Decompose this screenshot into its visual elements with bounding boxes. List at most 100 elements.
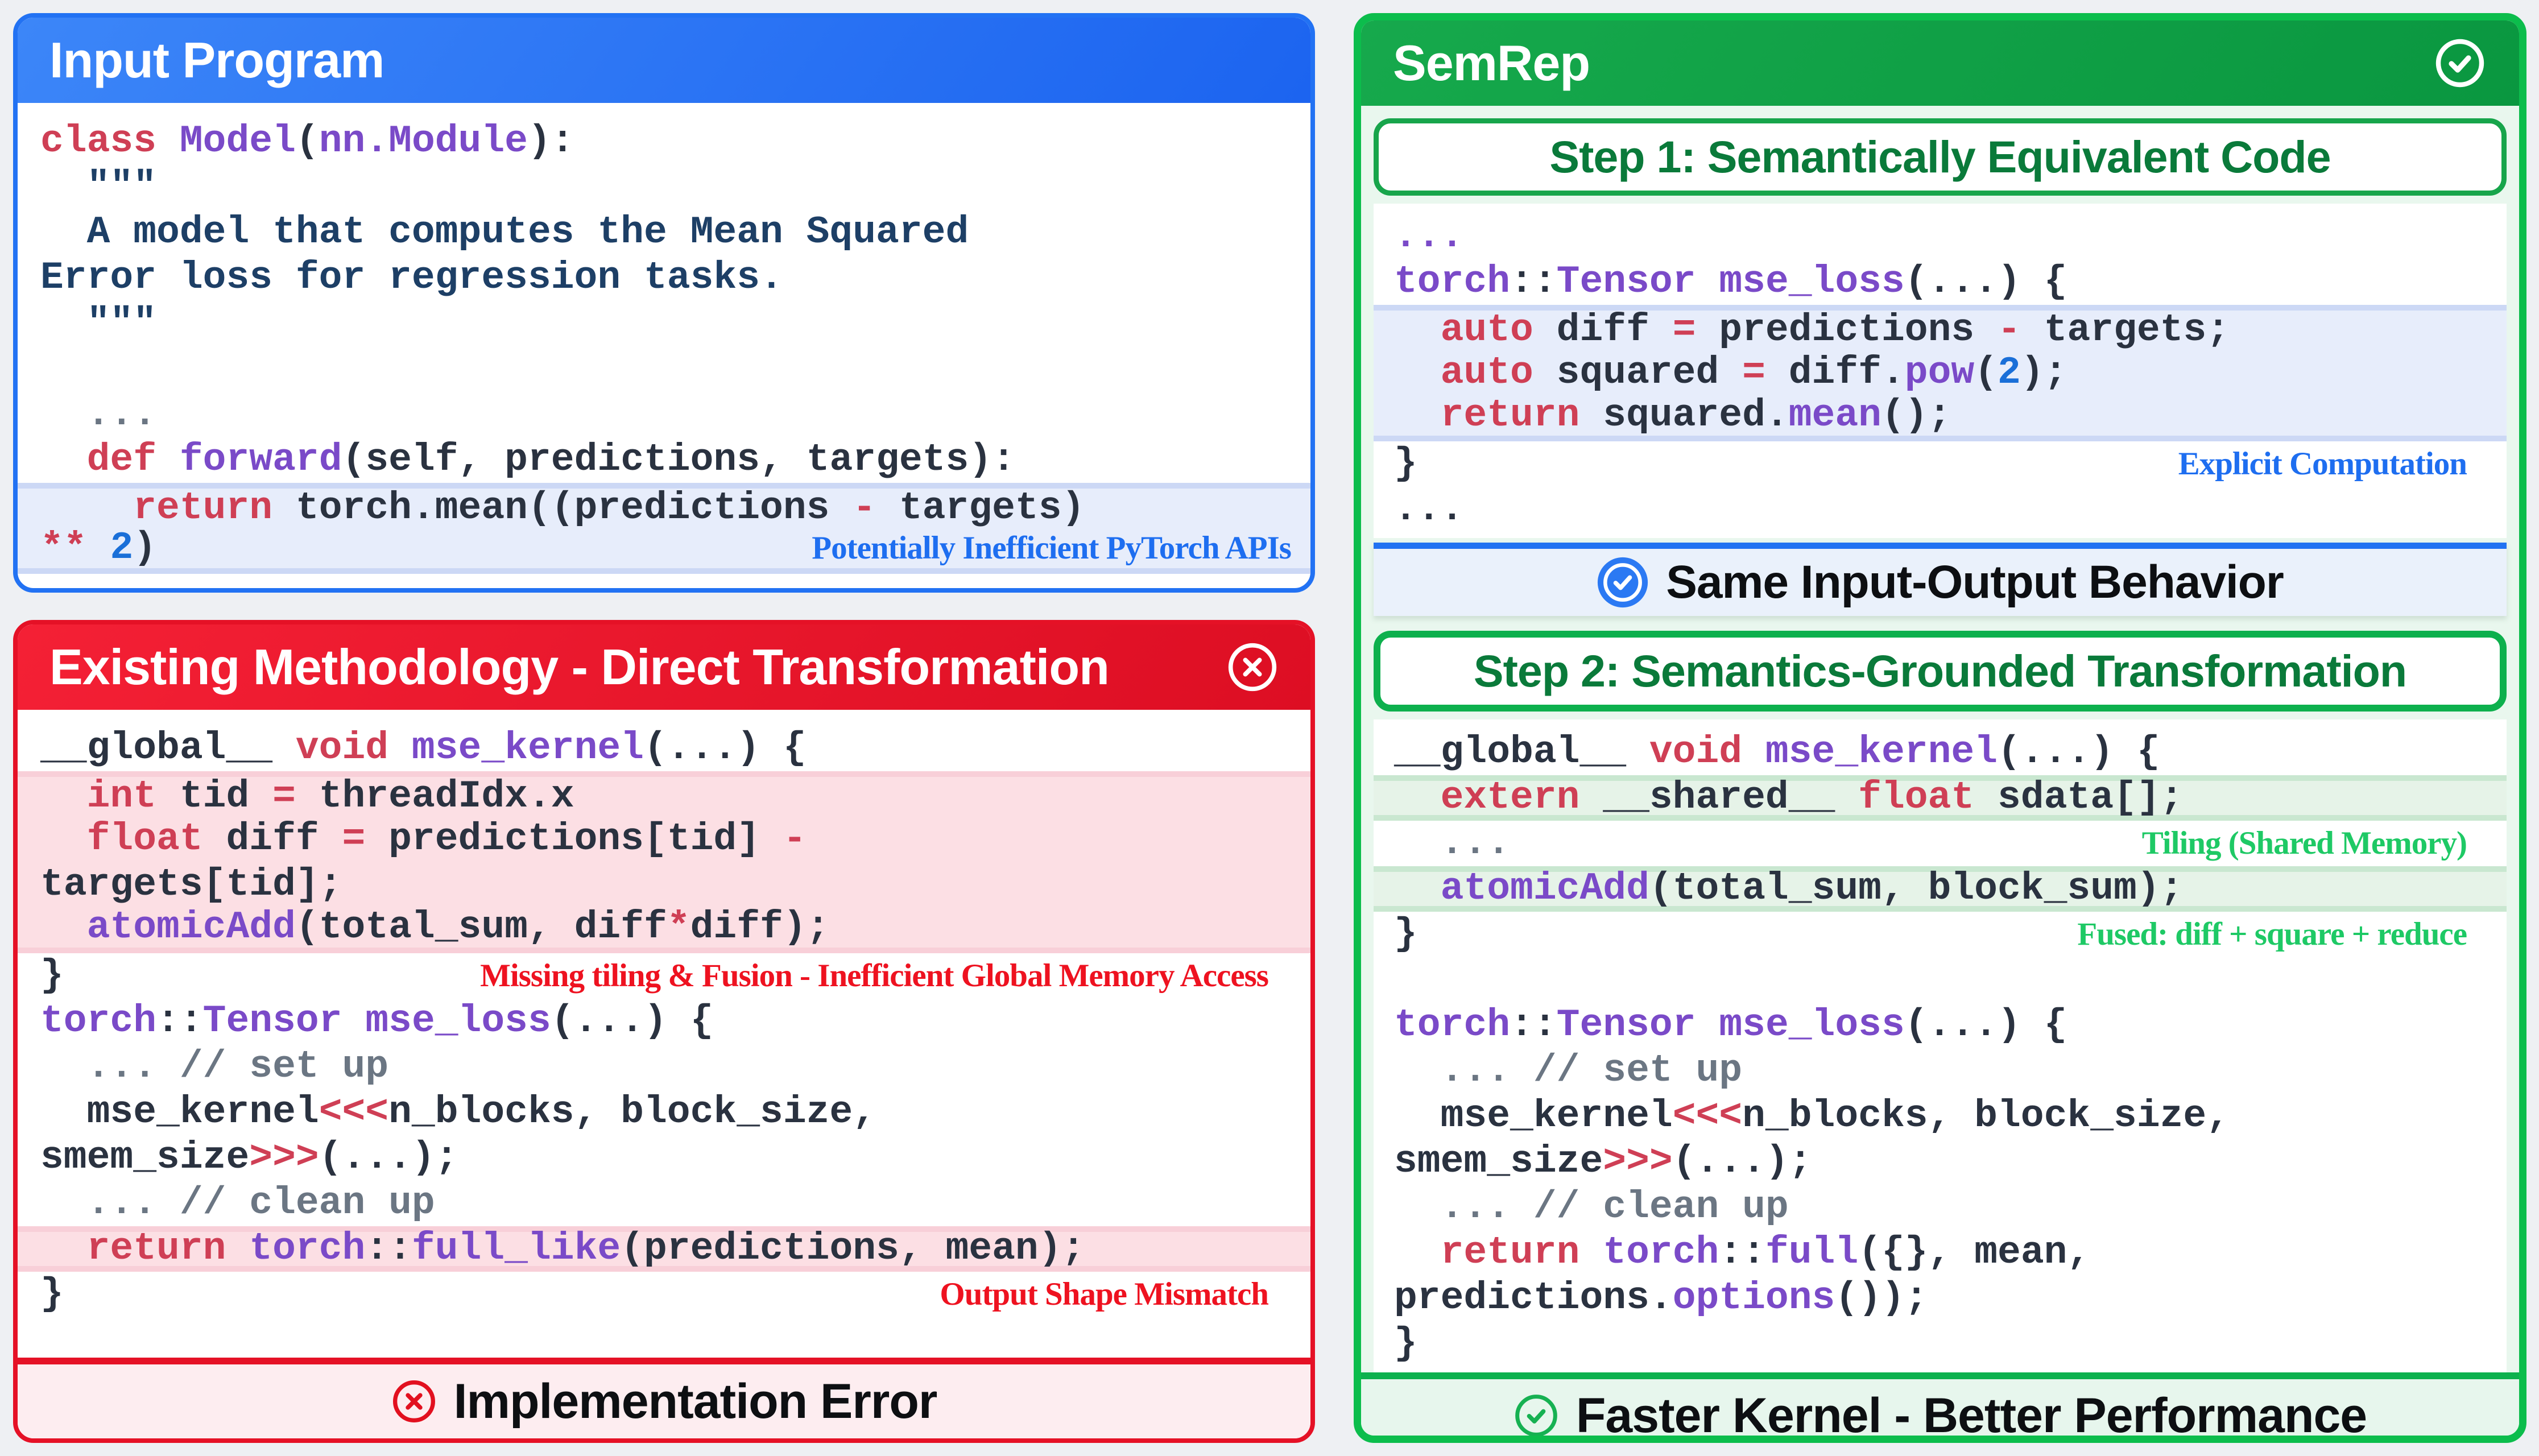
step2-title: Step 2: Semantics-Grounded Transformatio… [1473, 646, 2407, 696]
code-token: } [40, 954, 64, 998]
code-line [40, 346, 1288, 392]
code-line: auto squared = diff.pow(2); [1374, 350, 2507, 396]
input-program-header: Input Program [18, 18, 1310, 103]
code-token: (self, predictions, targets): [342, 438, 1015, 482]
code-text: mse_kernel<<<n_blocks, block_size, [1394, 1094, 2230, 1139]
code-token: ** [40, 526, 87, 570]
code-token: return [40, 1227, 226, 1271]
code-token: tid [156, 775, 273, 818]
code-text: return torch::full({}, mean, [1394, 1230, 2091, 1276]
code-token: :: [1510, 1003, 1557, 1047]
code-token: } [40, 1272, 64, 1316]
code-line: ... // set up [40, 1044, 1288, 1090]
code-token: full [1765, 1231, 1859, 1275]
code-line: __global__ void mse_kernel(...) { [1394, 730, 2486, 775]
step1-title: Step 1: Semantically Equivalent Code [1549, 131, 2331, 182]
code-token: __shared__ [1579, 776, 1859, 820]
code-token: sdata[]; [1974, 776, 2184, 820]
input-program-title: Input Program [49, 32, 384, 88]
code-text: targets[tid]; [40, 862, 342, 908]
code-token: __global__ [1394, 730, 1649, 774]
code-token: predictions. [1394, 1276, 1673, 1320]
code-token: 2 [110, 526, 134, 570]
code-token: auto [1394, 351, 1533, 395]
code-text: ... // clean up [40, 1181, 435, 1226]
code-token [342, 999, 366, 1043]
code-token: return [1394, 1231, 1580, 1275]
code-token: - [853, 486, 876, 530]
code-token: mse_kernel [1394, 1094, 1673, 1138]
code-token: (total_sum, diff [295, 905, 667, 949]
code-text: } [1394, 1321, 1417, 1367]
code-token: ()); [1835, 1276, 1928, 1320]
code-text: return torch.mean((predictions - targets… [40, 486, 1085, 531]
code-text: } [1394, 441, 1417, 487]
code-text: } [1394, 912, 1417, 957]
code-token: (); [1881, 394, 1951, 437]
code-line: """ [40, 164, 1288, 210]
code-token: >>> [1603, 1140, 1673, 1184]
code-annotation: Potentially Inefficient PyTorch APIs [812, 530, 1292, 566]
code-token [226, 1227, 249, 1271]
code-text: float diff = predictions[tid] - [40, 817, 807, 862]
code-token: = [272, 775, 296, 818]
code-token: ... // set up [40, 1045, 389, 1089]
code-token: diff [202, 817, 342, 861]
code-token: (...); [319, 1136, 458, 1180]
code-line: } [1394, 1321, 2486, 1367]
code-token: smem_size [1394, 1140, 1603, 1184]
code-token: Tensor [202, 999, 342, 1043]
code-line: float diff = predictions[tid] - [18, 817, 1310, 862]
code-line: return torch::full_like(predictions, mea… [18, 1226, 1310, 1272]
code-token: >>> [249, 1136, 319, 1180]
code-token: ... // set up [1394, 1049, 1743, 1093]
code-token: (...) { [1904, 1003, 2067, 1047]
code-token: targets[tid]; [40, 863, 342, 907]
code-line: }Explicit Computation [1394, 441, 2486, 487]
existing-methodology-title: Existing Methodology - Direct Transforma… [49, 639, 1110, 695]
success-check-icon [1515, 1395, 1557, 1436]
code-token [156, 438, 180, 482]
code-text: """ [40, 301, 156, 346]
code-token: ... // clean up [1394, 1185, 1789, 1229]
code-text: return torch::full_like(predictions, mea… [40, 1226, 1085, 1272]
step2-title-box: Step 2: Semantics-Grounded Transformatio… [1374, 631, 2507, 712]
code-token: extern [1394, 776, 1580, 820]
code-token: Error loss for regression tasks. [40, 256, 783, 300]
code-line: ** 2) Potentially Inefficient PyTorch API… [18, 526, 1310, 574]
code-token: (predictions, mean); [621, 1227, 1085, 1271]
code-annotation: Tiling (Shared Memory) [2141, 825, 2467, 861]
code-token: smem_size [40, 1136, 250, 1180]
code-token: n_blocks, block_size, [1742, 1094, 2230, 1138]
implementation-error-banner: Implementation Error [18, 1358, 1310, 1438]
code-text: ** 2) [40, 526, 156, 571]
code-token: def [40, 438, 157, 482]
input-program-code: class Model(nn.Module): """ A model that… [18, 103, 1310, 574]
code-text: ... [1394, 487, 1463, 532]
code-token: diff [1533, 308, 1673, 352]
code-token [40, 905, 87, 949]
step1-code: ...torch::Tensor mse_loss(...) { auto di… [1374, 204, 2507, 538]
code-token: """ [40, 301, 157, 345]
code-text: torch::Tensor mse_loss(...) { [40, 999, 713, 1044]
implementation-error-label: Implementation Error [453, 1374, 938, 1429]
code-token: ( [295, 119, 319, 163]
code-token: * [667, 905, 690, 949]
code-token: ... // clean up [40, 1181, 435, 1225]
code-token: ) [133, 526, 157, 570]
code-text: mse_kernel<<<n_blocks, block_size, [40, 1090, 876, 1135]
code-line: class Model(nn.Module): [40, 119, 1288, 164]
code-token: return [1394, 394, 1580, 437]
code-token: targets) [876, 486, 1085, 530]
code-token [1696, 1003, 1719, 1047]
code-token: (...) { [1998, 730, 2160, 774]
code-token: """ [40, 165, 157, 209]
code-token: Tensor [1556, 260, 1696, 304]
code-token: mse_loss [365, 999, 551, 1043]
code-token: __global__ [40, 726, 296, 770]
code-annotation: Fused: diff + square + reduce [2077, 916, 2467, 952]
existing-methodology-header: Existing Methodology - Direct Transforma… [18, 624, 1310, 710]
code-token: squared [1533, 351, 1743, 395]
code-token: <<< [1672, 1094, 1743, 1138]
